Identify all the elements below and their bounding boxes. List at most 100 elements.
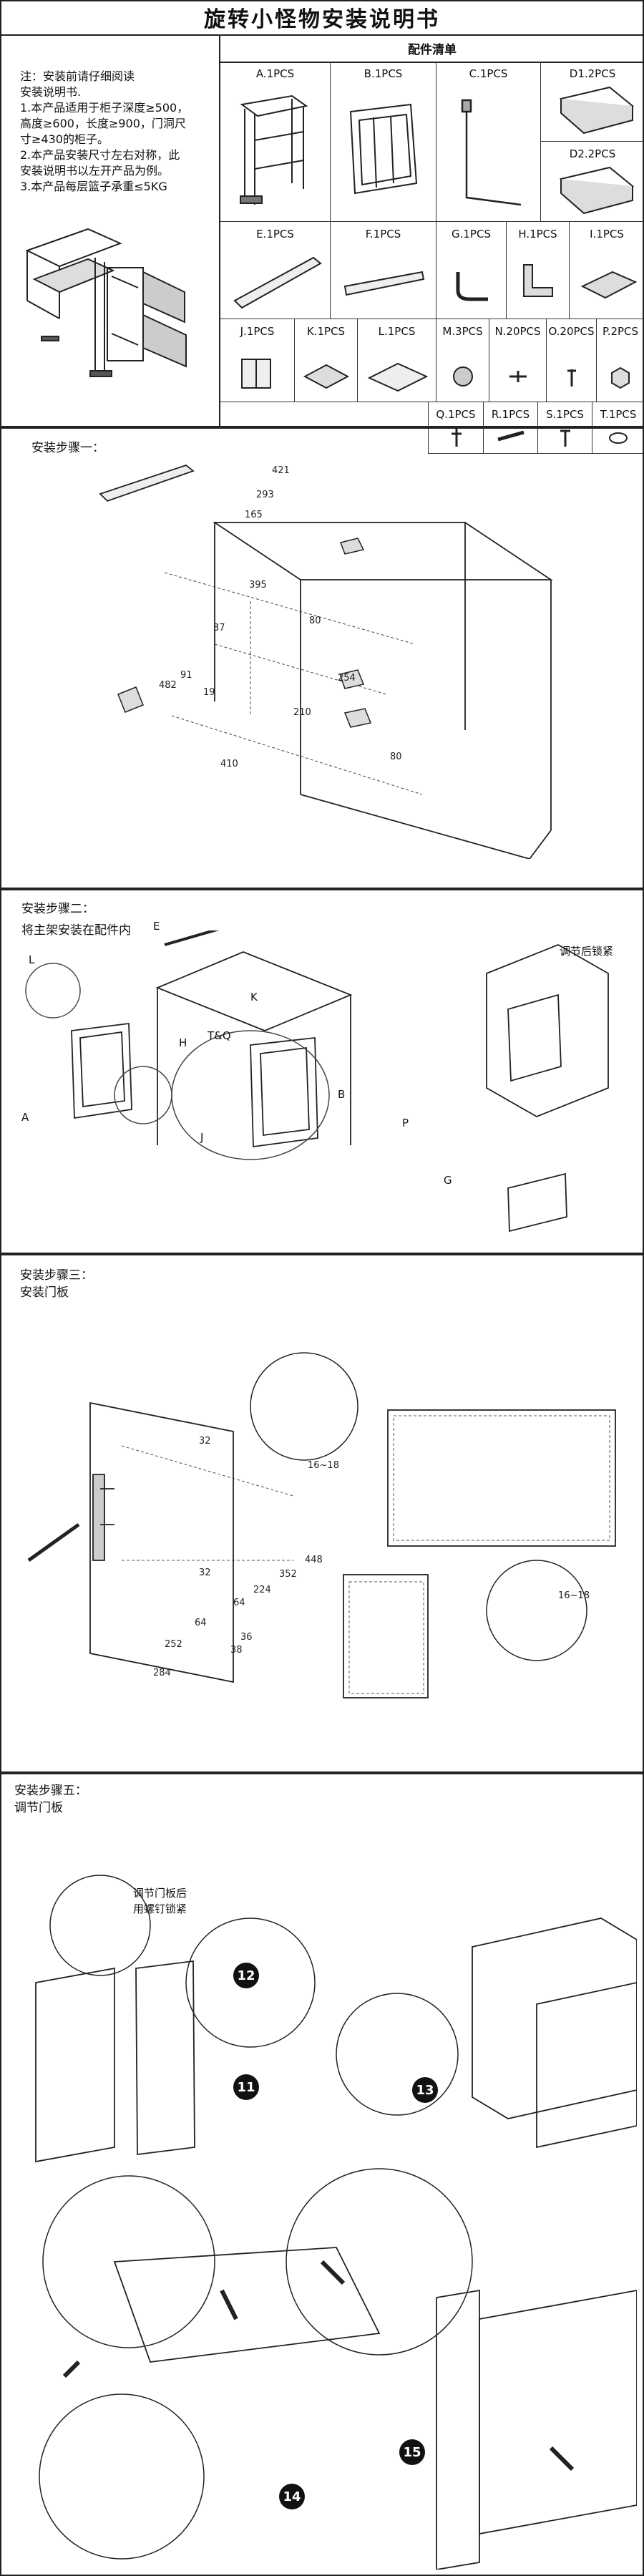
step2-section <box>0 889 644 1254</box>
door-drawing <box>27 1352 616 1698</box>
part-p: P.2PCS <box>597 319 644 402</box>
door-frame-icon <box>349 103 418 195</box>
part-e: E.1PCS <box>220 222 331 319</box>
step5-section <box>0 1773 644 2576</box>
dim-label: 293 <box>256 490 274 500</box>
note-line: 注：安装前请仔细阅读 <box>20 69 135 83</box>
parts-section <box>0 0 644 427</box>
part-label: M.3PCS <box>442 325 483 338</box>
step-number-badge: 12 <box>233 1963 259 1988</box>
part-label: N.20PCS <box>494 325 541 338</box>
note-line: 高度≥600，长度≥900，门洞尺 <box>20 117 186 130</box>
step-number-badge: 14 <box>279 2484 305 2509</box>
callout-h: H <box>179 1036 187 1049</box>
parts-list-header: 配件清单 <box>220 34 644 63</box>
part-d2: D2.2PCS <box>541 142 644 222</box>
part-c: C.1PCS <box>436 62 541 222</box>
step-number-badge: 13 <box>412 2077 438 2103</box>
part-k: K.1PCS <box>295 319 358 402</box>
step-number-badge: 11 <box>233 2074 259 2100</box>
callout-p: P <box>402 1117 409 1129</box>
gap-top-label: 16~18 <box>308 1460 339 1471</box>
part-m: M.3PCS <box>436 319 489 402</box>
part-d1: D1.2PCS <box>541 62 644 142</box>
dim-label: 252 <box>165 1639 182 1650</box>
note-line: 寸≥430的柜子。 <box>20 132 109 146</box>
part-j: J.1PCS <box>220 319 295 402</box>
step3-label: 安装步骤三： <box>20 1268 93 1283</box>
callout-j: J <box>200 1131 204 1144</box>
part-t: T.1PCS <box>592 402 644 454</box>
gap-side-label: 16~18 <box>558 1590 590 1601</box>
part-label: S.1PCS <box>546 408 584 421</box>
dim-label: 91 <box>180 670 192 681</box>
part-label: C.1PCS <box>469 67 508 80</box>
step-number-badge: 15 <box>399 2439 425 2465</box>
bracket-icon <box>241 359 271 389</box>
step1-section <box>0 427 644 889</box>
note-line: 2.本产品安装尺寸左右对称，此 <box>20 148 180 162</box>
step3-section <box>0 1254 644 1773</box>
step5-sublabel: 调节门板 <box>14 1801 63 1815</box>
dim-label: 64 <box>195 1618 207 1628</box>
callout-k: K <box>250 991 258 1003</box>
part-label: O.20PCS <box>548 325 595 338</box>
washer-icon <box>609 432 628 444</box>
callout-tq: T&Q <box>208 1029 231 1042</box>
part-label: P.2PCS <box>602 325 639 338</box>
knob-icon <box>453 366 473 387</box>
step2-sublabel: 将主架安装在配件内 <box>21 923 131 938</box>
dim-label: 448 <box>305 1555 323 1565</box>
page-title: 旋转小怪物安装说明书 <box>0 0 644 36</box>
dim-label: 36 <box>240 1632 253 1643</box>
part-a: A.1PCS <box>220 62 331 222</box>
part-label: K.1PCS <box>306 325 346 338</box>
part-n: N.20PCS <box>489 319 547 402</box>
adjustment-drawing <box>35 1875 637 2570</box>
hinge-rod-icon <box>461 99 522 206</box>
screw-icon <box>509 371 527 382</box>
part-label: A.1PCS <box>255 67 295 80</box>
screw-icon <box>560 429 570 447</box>
lock-note: 调节后锁紧 <box>560 945 614 958</box>
callout-a: A <box>21 1111 29 1124</box>
part-g: G.1PCS <box>436 222 507 319</box>
dim-label: 224 <box>253 1585 271 1595</box>
dim-label: 395 <box>249 580 267 590</box>
part-h: H.1PCS <box>507 222 570 319</box>
callout-e: E <box>153 920 160 933</box>
callout-b: B <box>338 1088 346 1101</box>
plate-icon <box>580 271 638 299</box>
link-bar-icon <box>343 271 425 296</box>
note-line: 安装说明书以左开产品为例。 <box>20 164 170 178</box>
step5-label: 安装步骤五： <box>14 1784 87 1798</box>
dim-label: 410 <box>220 759 238 769</box>
note-line: 3.本产品每层篮子承重≤5KG <box>20 180 167 193</box>
part-label: Q.1PCS <box>436 408 476 421</box>
nut-icon <box>611 366 630 389</box>
part-label: E.1PCS <box>256 228 294 240</box>
note-line: 安装说明书. <box>20 85 82 99</box>
dim-label: 210 <box>293 707 311 718</box>
note-line: 1.本产品适用于柜子深度≥500， <box>20 101 189 115</box>
dim-label: 254 <box>338 673 356 684</box>
adjust-note-1: 调节门板后 <box>133 1887 187 1900</box>
step2-label: 安装步骤二： <box>21 902 94 916</box>
product-illustration <box>25 228 187 377</box>
part-label: L.1PCS <box>378 325 416 338</box>
mount-plate-icon <box>303 364 350 389</box>
dim-label: 19 <box>203 687 215 698</box>
part-label: R.1PCS <box>491 408 530 421</box>
dim-label: 80 <box>309 616 321 626</box>
dim-label: 38 <box>230 1645 243 1656</box>
divider <box>219 34 220 427</box>
dim-label: 80 <box>390 752 402 762</box>
frame-basket-icon <box>240 94 308 205</box>
part-label: D2.2PCS <box>569 147 616 160</box>
dim-label: 421 <box>272 465 290 476</box>
angle-bracket-icon <box>523 264 553 297</box>
dim-label: 64 <box>233 1598 245 1608</box>
dim-label: 37 <box>213 623 225 633</box>
screw-icon <box>452 428 462 447</box>
